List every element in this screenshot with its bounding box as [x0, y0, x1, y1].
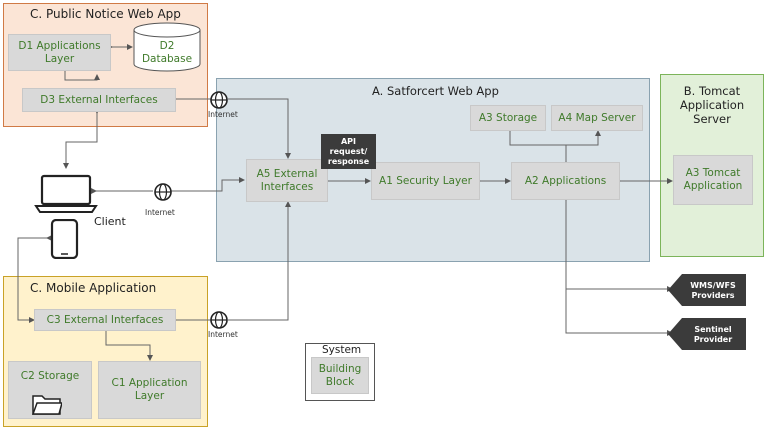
a2-applications: A2 Applications — [511, 162, 620, 200]
folder-icon — [31, 393, 63, 415]
client-label: Client — [94, 215, 126, 228]
a5-external-interfaces: A5 External Interfaces — [246, 159, 328, 202]
c2-storage: C2 Storage — [8, 361, 92, 419]
wms-wfs-provider-shape — [668, 274, 746, 306]
c2-storage-label: C2 Storage — [20, 370, 80, 382]
laptop-icon — [34, 174, 98, 214]
d2-database-label: D2 Database — [141, 40, 193, 65]
internet-label: Internet — [208, 110, 238, 119]
c3-external-interfaces: C3 External Interfaces — [34, 309, 176, 331]
c1-application-layer: C1 Application Layer — [98, 361, 201, 419]
a4-map-server: A4 Map Server — [551, 105, 643, 131]
sentinel-provider-shape — [668, 318, 746, 350]
sentinel-provider-label: Sentinel Provider — [693, 325, 733, 344]
d3-external-interfaces: D3 External Interfaces — [22, 88, 176, 112]
d1-applications-layer: D1 Applications Layer — [8, 34, 111, 71]
tomcat-title: B. Tomcat Application Server — [679, 84, 745, 126]
wms-wfs-providers-label: WMS/WFS Providers — [690, 281, 736, 300]
a3-storage: A3 Storage — [470, 105, 546, 131]
globe-icon — [210, 311, 228, 329]
smartphone-icon — [50, 218, 80, 260]
legend-title: System — [322, 344, 362, 356]
database-icon — [133, 22, 201, 72]
globe-icon — [154, 183, 172, 201]
mobile-title: C. Mobile Application — [30, 281, 157, 295]
internet-label: Internet — [145, 208, 175, 217]
a1-security-layer: A1 Security Layer — [371, 162, 480, 200]
public-notice-title: C. Public Notice Web App — [30, 7, 181, 21]
api-request-response-label: API request/ response — [321, 134, 376, 169]
globe-icon — [210, 91, 228, 109]
satforcert-title: A. Satforcert Web App — [372, 84, 499, 98]
legend-building-block: Building Block — [311, 357, 369, 394]
a3-tomcat-application: A3 Tomcat Application — [673, 155, 753, 205]
internet-label: Internet — [208, 330, 238, 339]
